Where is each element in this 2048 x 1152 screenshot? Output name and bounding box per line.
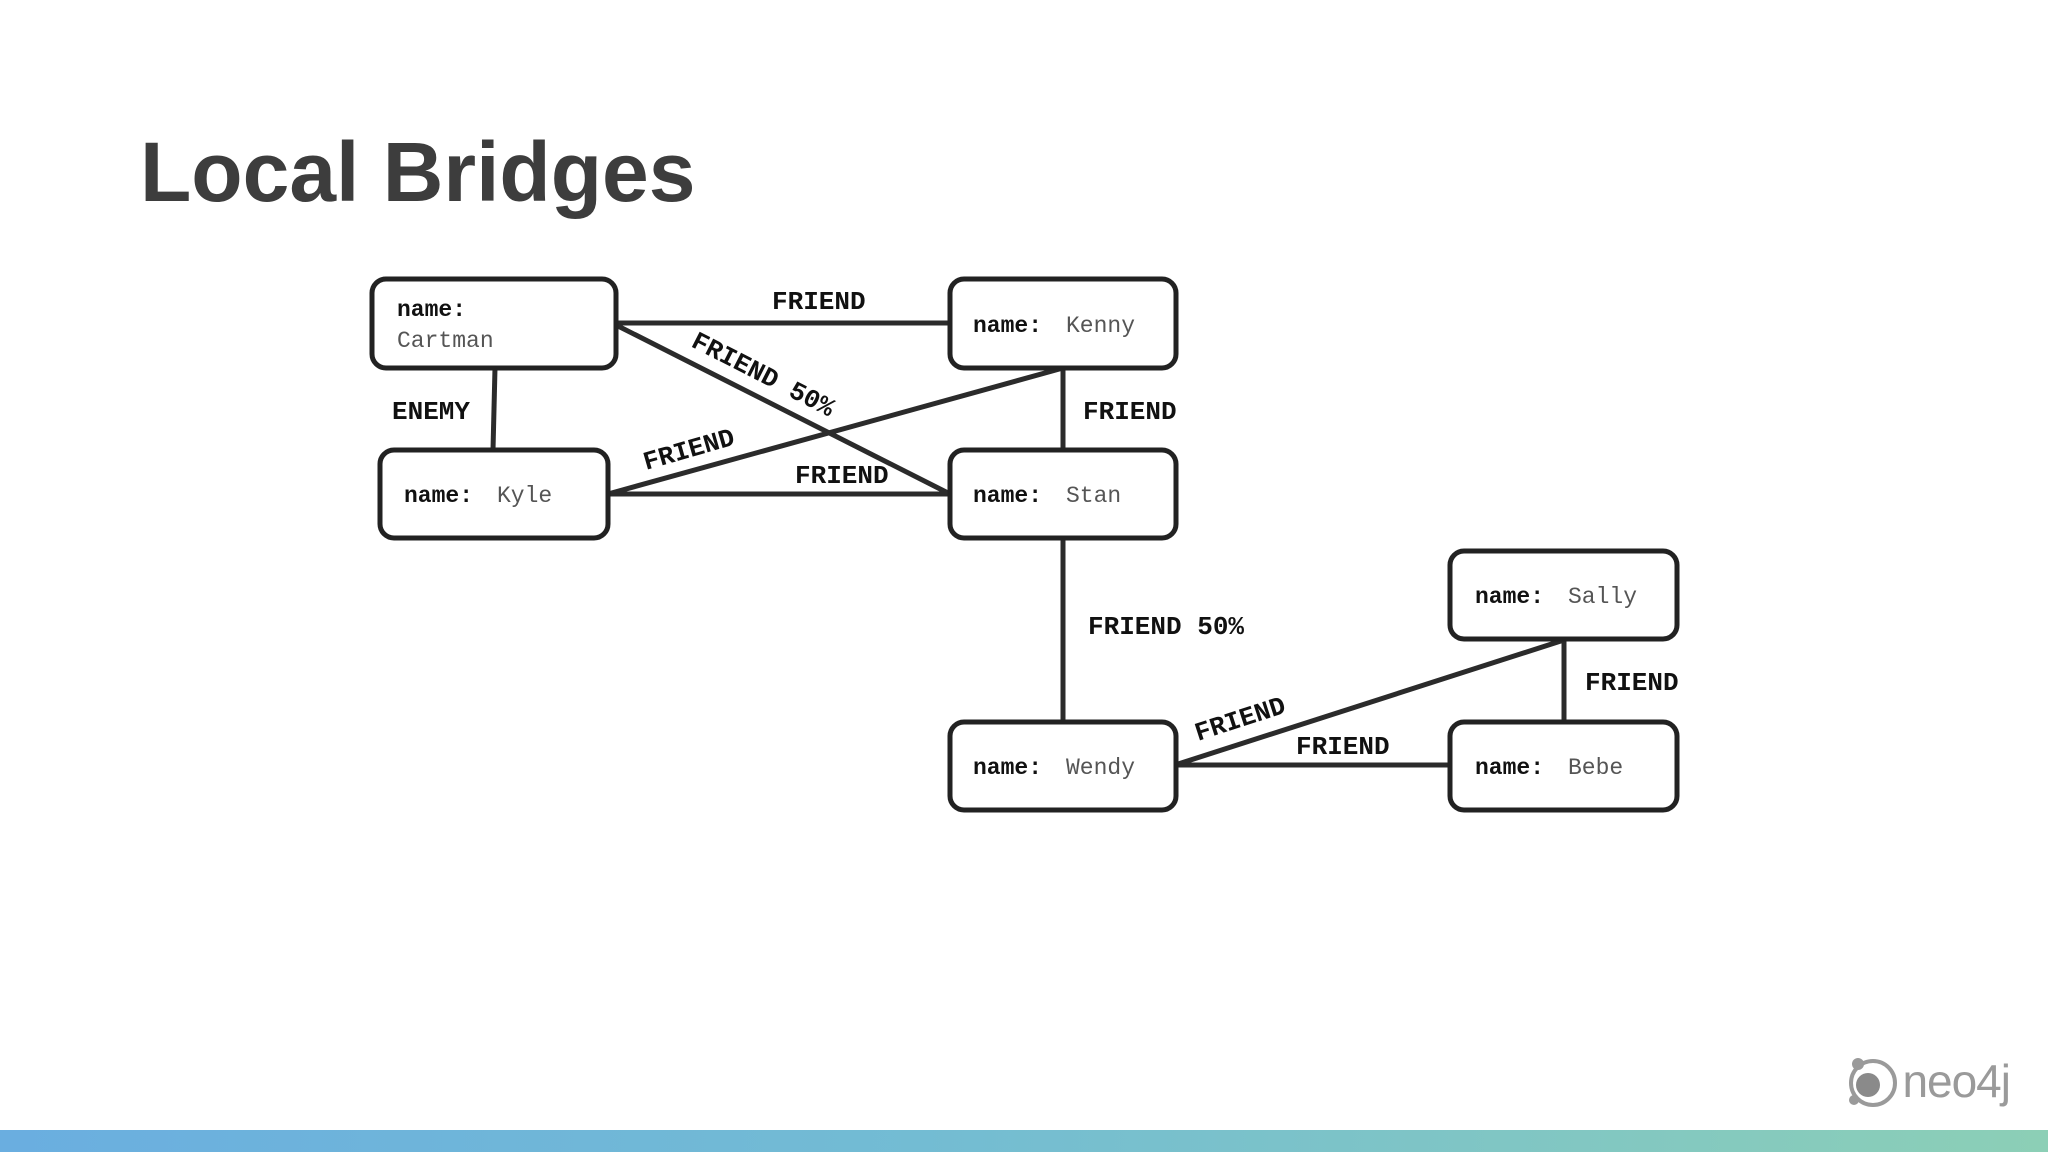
node-cartman-key: name:	[397, 297, 466, 323]
node-sally-key: name:	[1475, 584, 1544, 610]
node-stan[interactable]: name: Stan	[947, 447, 1179, 541]
neo4j-logo: neo4j	[1844, 1052, 2011, 1110]
node-kyle-key: name:	[404, 483, 473, 509]
edge-label-sally-bebe: FRIEND	[1585, 668, 1679, 698]
edge-label-kenny-stan: FRIEND	[1083, 397, 1177, 427]
node-kenny-key: name:	[973, 313, 1042, 339]
edge-label-wendy-bebe: FRIEND	[1296, 732, 1390, 762]
edge-cartman-stan	[614, 322, 952, 497]
node-kyle-value: Kyle	[497, 483, 552, 509]
edge-label-stan-wendy: FRIEND 50%	[1088, 612, 1244, 642]
node-kyle[interactable]: name: Kyle	[377, 447, 611, 541]
node-bebe[interactable]: name: Bebe	[1447, 719, 1680, 813]
node-wendy-key: name:	[973, 755, 1042, 781]
node-sally-value: Sally	[1568, 584, 1637, 610]
node-stan-key: name:	[973, 483, 1042, 509]
node-wendy-value: Wendy	[1066, 755, 1135, 781]
node-sally[interactable]: name: Sally	[1447, 548, 1680, 642]
edge-label-wendy-sally: FRIEND	[1191, 691, 1289, 748]
node-cartman-value: Cartman	[397, 328, 494, 354]
edge-label-cartman-kenny: FRIEND	[772, 287, 866, 317]
node-wendy[interactable]: name: Wendy	[947, 719, 1179, 813]
node-bebe-value: Bebe	[1568, 755, 1623, 781]
edge-wendy-sally	[1174, 637, 1565, 768]
node-kenny-value: Kenny	[1066, 313, 1135, 339]
node-cartman[interactable]: name: Cartman	[369, 276, 619, 371]
edge-cartman-kyle	[490, 367, 498, 451]
neo4j-logo-text: neo4j	[1902, 1055, 2011, 1107]
node-bebe-key: name:	[1475, 755, 1544, 781]
edge-kyle-kenny	[607, 365, 1064, 497]
edge-label-kyle-stan: FRIEND	[795, 461, 889, 491]
edge-label-cartman-stan: FRIEND 50%	[686, 326, 839, 424]
node-stan-value: Stan	[1066, 483, 1121, 509]
edge-label-cartman-kyle: ENEMY	[392, 397, 470, 427]
neo4j-logo-icon	[1849, 1058, 1898, 1107]
footer-gradient-bar	[0, 1130, 2048, 1152]
slide-title: Local Bridges	[140, 125, 696, 219]
node-kenny[interactable]: name: Kenny	[947, 276, 1179, 371]
